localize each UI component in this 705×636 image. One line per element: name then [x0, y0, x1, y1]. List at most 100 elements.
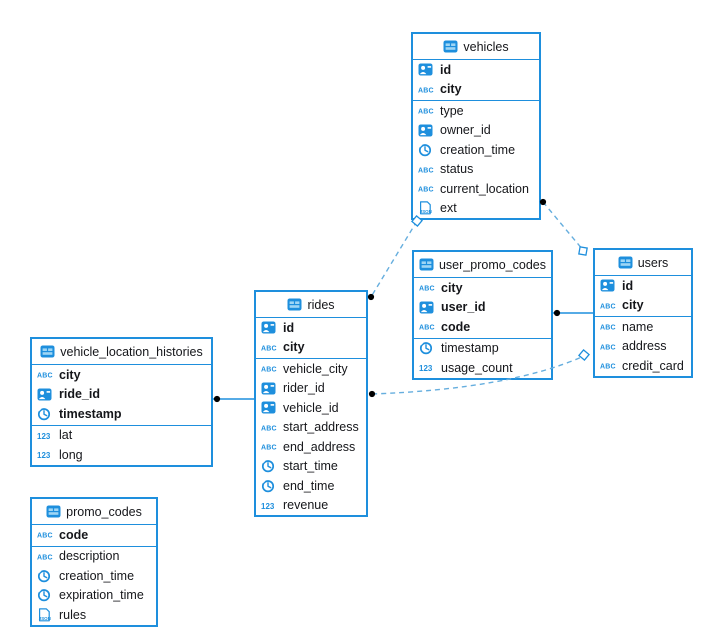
table-title: users	[637, 255, 669, 270]
table-header-vehicles[interactable]: vehicles	[413, 34, 539, 60]
table-title: vehicles	[463, 39, 509, 54]
column-row-owner_id[interactable]: owner_id	[413, 121, 539, 141]
id-badge-icon	[261, 382, 279, 395]
column-name: city	[283, 340, 305, 355]
table-title: user_promo_codes	[438, 257, 546, 272]
abc-text-icon: ABC	[600, 320, 618, 333]
table-header-promo_codes[interactable]: promo_codes	[32, 499, 156, 525]
abc-text-icon: ABC	[261, 362, 279, 375]
abc-text-icon: ABC	[418, 104, 436, 117]
svg-text:ABC: ABC	[418, 109, 434, 116]
svg-text:ABC: ABC	[418, 87, 434, 94]
column-row-rider_id[interactable]: rider_id	[256, 379, 366, 399]
clock-icon	[261, 459, 279, 473]
column-name: description	[59, 549, 120, 564]
svg-text:ABC: ABC	[600, 303, 616, 310]
column-row-rules[interactable]: JSON rules	[32, 605, 156, 625]
id-badge-icon	[418, 63, 436, 76]
svg-text:ABC: ABC	[37, 533, 53, 540]
abc-text-icon: ABC	[37, 528, 55, 541]
svg-text:JSON: JSON	[420, 209, 432, 214]
column-name: credit_card	[622, 358, 684, 373]
number-123-icon: 123	[37, 429, 55, 442]
column-row-user_id[interactable]: user_id	[414, 298, 551, 318]
table-header-user_promo_codes[interactable]: user_promo_codes	[414, 252, 551, 278]
column-row-id[interactable]: id	[256, 318, 366, 338]
table-grid-icon	[46, 505, 61, 518]
table-grid-icon	[40, 345, 55, 358]
abc-text-icon: ABC	[600, 340, 618, 353]
column-row-ride_id[interactable]: ride_id	[32, 385, 211, 405]
column-name: city	[441, 280, 463, 295]
column-row-current_location[interactable]: ABC current_location	[413, 179, 539, 199]
json-icon: JSON	[37, 608, 55, 622]
abc-text-icon: ABC	[418, 163, 436, 176]
column-row-id[interactable]: id	[413, 60, 539, 80]
table-title: vehicle_location_histories	[60, 344, 203, 359]
primary-key-divider	[256, 358, 366, 359]
column-row-id[interactable]: id	[595, 276, 691, 296]
column-row-vehicle_id[interactable]: vehicle_id	[256, 398, 366, 418]
column-name: end_time	[283, 478, 335, 493]
abc-text-icon: ABC	[419, 320, 437, 333]
number-123-icon: 123	[261, 499, 279, 512]
column-name: name	[622, 319, 654, 334]
column-row-creation_time[interactable]: creation_time	[413, 140, 539, 160]
column-name: usage_count	[441, 360, 513, 375]
json-icon: JSON	[418, 201, 436, 215]
column-row-code[interactable]: ABC code	[414, 317, 551, 337]
primary-key-divider	[32, 424, 211, 426]
primary-key-divider	[32, 545, 156, 547]
svg-text:ABC: ABC	[600, 344, 616, 351]
column-name: code	[441, 319, 471, 334]
column-name: start_address	[283, 420, 359, 435]
column-row-creation_time[interactable]: creation_time	[32, 566, 156, 586]
table-header-rides[interactable]: rides	[256, 292, 366, 318]
table-title: rides	[307, 297, 335, 312]
primary-key-divider	[414, 337, 551, 339]
column-row-timestamp[interactable]: timestamp	[32, 404, 211, 424]
column-name: current_location	[440, 181, 529, 196]
column-name: vehicle_id	[283, 400, 339, 415]
column-row-name[interactable]: ABC name	[595, 317, 691, 337]
column-name: rules	[59, 607, 87, 622]
column-row-timestamp[interactable]: timestamp	[414, 339, 551, 359]
svg-text:ABC: ABC	[419, 325, 435, 332]
column-row-end_time[interactable]: end_time	[256, 476, 366, 496]
table-header-users[interactable]: users	[595, 250, 691, 276]
column-row-expiration_time[interactable]: expiration_time	[32, 586, 156, 606]
svg-text:ABC: ABC	[418, 167, 434, 174]
abc-text-icon: ABC	[261, 440, 279, 453]
table-header-vehicle_location_histories[interactable]: vehicle_location_histories	[32, 339, 211, 365]
column-row-city[interactable]: ABC city	[413, 80, 539, 100]
column-name: city	[440, 82, 462, 97]
svg-text:ABC: ABC	[261, 445, 277, 452]
svg-text:ABC: ABC	[418, 187, 434, 194]
column-row-start_time[interactable]: start_time	[256, 457, 366, 477]
